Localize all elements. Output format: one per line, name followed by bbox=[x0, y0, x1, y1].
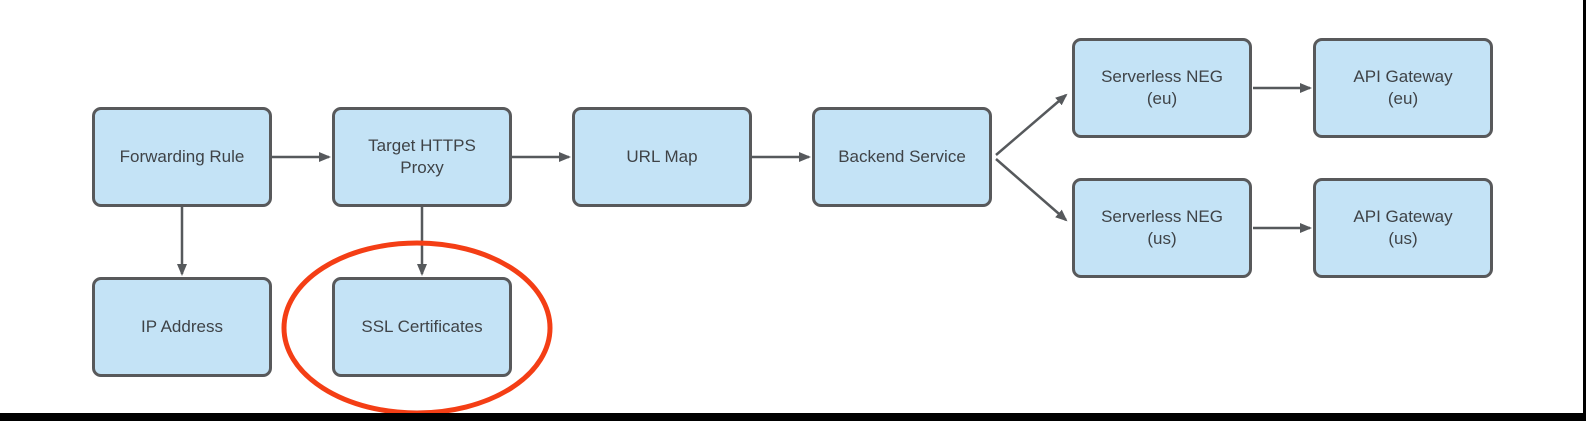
node-api-gateway-eu: API Gateway (eu) bbox=[1313, 38, 1493, 138]
node-target-https-proxy-label: Target HTTPS Proxy bbox=[368, 135, 476, 177]
node-forwarding-rule: Forwarding Rule bbox=[92, 107, 272, 207]
node-target-https-proxy: Target HTTPS Proxy bbox=[332, 107, 512, 207]
node-url-map-label: URL Map bbox=[626, 146, 698, 166]
node-ip-address: IP Address bbox=[92, 277, 272, 377]
frame-bottom-bar bbox=[0, 413, 1586, 421]
node-serverless-neg-us: Serverless NEG (us) bbox=[1072, 178, 1252, 278]
node-backend-service: Backend Service bbox=[812, 107, 992, 207]
arrow-backend-service-to-serverless-neg-eu bbox=[995, 93, 1068, 156]
arrow-backend-service-to-serverless-neg-us bbox=[995, 158, 1068, 222]
node-serverless-neg-eu-label: Serverless NEG (eu) bbox=[1101, 66, 1223, 108]
node-serverless-neg-us-label: Serverless NEG (us) bbox=[1101, 206, 1223, 248]
node-ssl-certificates-label: SSL Certificates bbox=[361, 316, 483, 336]
node-backend-service-label: Backend Service bbox=[838, 146, 966, 166]
node-api-gateway-us: API Gateway (us) bbox=[1313, 178, 1493, 278]
node-forwarding-rule-label: Forwarding Rule bbox=[119, 146, 245, 166]
node-api-gateway-us-label: API Gateway (us) bbox=[1353, 206, 1453, 248]
node-ip-address-label: IP Address bbox=[141, 316, 223, 336]
node-url-map: URL Map bbox=[572, 107, 752, 207]
node-api-gateway-eu-label: API Gateway (eu) bbox=[1353, 66, 1453, 108]
node-ssl-certificates: SSL Certificates bbox=[332, 277, 512, 377]
node-serverless-neg-eu: Serverless NEG (eu) bbox=[1072, 38, 1252, 138]
frame-right-line bbox=[1583, 0, 1586, 421]
